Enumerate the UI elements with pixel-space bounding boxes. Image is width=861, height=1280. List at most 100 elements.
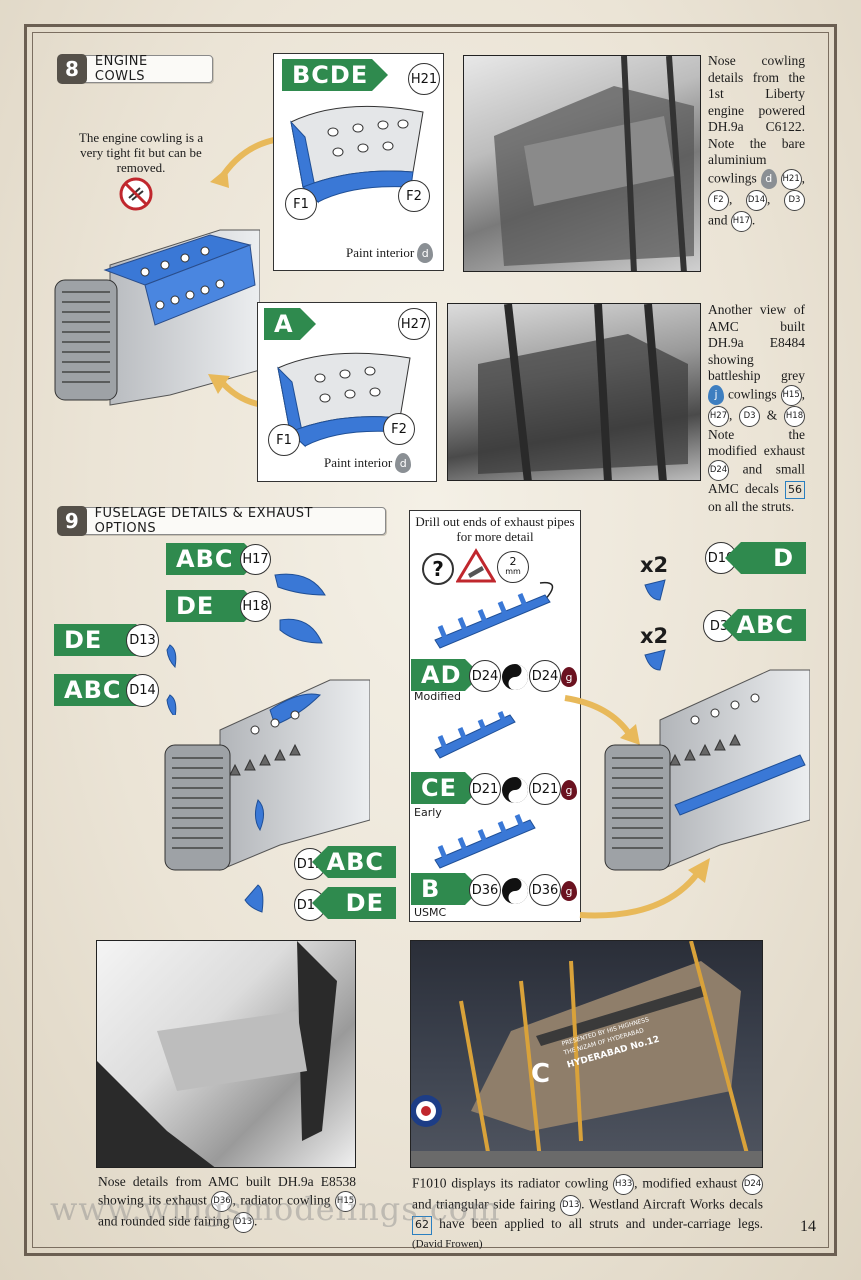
exhaust-label-usmc: USMC — [414, 906, 447, 919]
caption-part-d14: D14 — [746, 189, 767, 211]
caption-e8538: Nose details from AMC built DH.9a E8538 … — [98, 1174, 357, 1233]
page-frame-outer — [24, 24, 837, 1256]
drill-warning-icon — [456, 548, 496, 583]
page-number: 14 — [800, 1218, 816, 1235]
exhaust-label-early: Early — [414, 806, 442, 819]
callout-tag-d: D — [725, 542, 806, 574]
caption-f1010-text-e: have been applied to all struts and unde… — [439, 1216, 764, 1231]
caption-part-h21: H21 — [780, 168, 802, 190]
left-small-parts — [166, 573, 326, 715]
paint-interior-text: Paint interior — [346, 245, 415, 260]
caption-part-h15-b: H15 — [335, 1190, 357, 1212]
option-tag-bcde: BCDE — [282, 59, 388, 91]
exhaust-drill-note: Drill out ends of exhaust pipes for more… — [415, 514, 575, 544]
engine-nose-illustration-9-right — [604, 669, 810, 871]
caption-part-h18: H18 — [784, 405, 805, 427]
section-9-title: FUSELAGE DETAILS & EXHAUST OPTIONS — [94, 506, 313, 536]
caption-part-d3: D3 — [784, 189, 805, 211]
exhaust-label-modified: Modified — [414, 690, 461, 703]
engine-nose-illustration-9-left — [164, 679, 370, 871]
caption-f1010-text-c: and triangular side fairing — [412, 1196, 556, 1212]
caption-e8538-text-d: . — [253, 1213, 258, 1229]
caption-part-d3-b: D3 — [739, 405, 761, 427]
caption-e8538-text-c: and rounded side fairing — [98, 1213, 230, 1229]
aircraft-letter-c: C — [531, 1059, 551, 1089]
drill-size-unit: mm — [505, 567, 521, 576]
caption-cowlings: cowlings — [727, 386, 777, 402]
exhaust-part-d24-right: D24 — [529, 660, 561, 692]
caption-e8484-text: Another view of AMC built DH.9a E8484 sh… — [708, 302, 805, 383]
caption-f1010-text-a: F1010 displays its radiator cowling — [412, 1175, 609, 1191]
arrow-usmc-to-engine — [579, 858, 710, 919]
paint-code-g-b: g — [561, 881, 577, 901]
caption-e8538-text-a: Nose details from AMC built DH.9a E8538 … — [98, 1174, 356, 1208]
callout-tag-abc-d13-bottom: ABC — [312, 846, 396, 878]
callout-tag-de-d14-bottom: DE — [312, 887, 396, 919]
section-8-number: 8 — [57, 54, 87, 84]
drill-size-value: 2 — [509, 555, 517, 568]
caption-e8484-text-d: on all the struts. — [708, 499, 795, 514]
paint-code-g-ce: g — [561, 780, 577, 800]
callout-part-d14: D14 — [126, 674, 159, 707]
callout-tag-abc-d3: ABC — [722, 609, 806, 641]
callout-part-d13-bottom: D13 — [294, 848, 326, 880]
caption-part-h33: H33 — [613, 1174, 635, 1195]
or-symbol-b — [502, 878, 528, 904]
part-callout-f2: F2 — [398, 180, 430, 212]
part-d14-blue — [244, 884, 264, 913]
caption-part-d24-b: D24 — [742, 1174, 764, 1195]
part-callout-h27: H27 — [398, 308, 430, 340]
exhaust-part-d36-right: D36 — [529, 874, 561, 906]
photo-credit: (David Frowen) — [412, 1237, 483, 1250]
page-frame-inner — [32, 32, 829, 1248]
photo-dh9a-e8484 — [447, 303, 701, 481]
cowl-part-bcde-drawing — [290, 105, 424, 204]
part-callout-f1: F1 — [285, 188, 317, 220]
callout-part-d3: D3 — [703, 610, 735, 642]
caption-part-d13-b: D13 — [232, 1211, 254, 1233]
paint-code-g-ad: g — [561, 667, 577, 687]
callout-part-h18: H18 — [240, 591, 271, 622]
section-9-header: 9 FUSELAGE DETAILS & EXHAUST OPTIONS — [57, 506, 386, 536]
drill-size-badge: 2 mm — [497, 551, 529, 583]
arrow-exhaust-to-engine — [564, 695, 640, 745]
caption-part-h27: H27 — [708, 405, 729, 427]
cowl-part-a-drawing — [277, 352, 411, 448]
caption-e8484-text-c: and small AMC decals — [708, 461, 805, 496]
caption-e8538-text-b: , radiator cowling — [232, 1192, 331, 1208]
part-callout-f1-a: F1 — [268, 424, 300, 456]
photo-dh9a-e8538 — [96, 940, 356, 1168]
caption-f1010-text-b: , modified exhaust — [634, 1175, 738, 1191]
caption-part-f2: F2 — [708, 189, 729, 211]
caption-f1010-text-d: . Westland Aircraft Works decals — [581, 1196, 764, 1212]
section-9-number: 9 — [57, 506, 87, 536]
quantity-x2-d3: x2 — [640, 624, 669, 648]
cowling-note: The engine cowling is a very tight fit b… — [78, 130, 204, 175]
quantity-x2-d10: x2 — [640, 553, 669, 577]
caption-part-d24: D24 — [708, 459, 729, 481]
exhaust-part-d21-left: D21 — [469, 773, 501, 805]
engine-nose-illustration-8 — [54, 229, 260, 406]
or-symbol-ce — [502, 777, 528, 803]
exhaust-drawings — [434, 581, 554, 869]
paint-interior-label-top: Paint interior d — [346, 243, 434, 263]
paint-interior-label-bottom: Paint interior d — [324, 453, 412, 473]
caption-f1010: F1010 displays its radiator cowling H33,… — [412, 1174, 764, 1252]
exhaust-part-d24-left: D24 — [469, 660, 501, 692]
section-8-header: 8 ENGINE COWLS — [57, 54, 213, 84]
caption-amp: & — [766, 407, 778, 423]
photo-dh9a-c6122 — [463, 55, 701, 272]
caption-part-h15: H15 — [780, 384, 802, 406]
callout-part-d13: D13 — [126, 624, 159, 657]
watermark: www.wingsmodelings.com — [50, 1190, 501, 1228]
caption-decal-56: 56 — [785, 480, 805, 499]
exhaust-part-d36-left: D36 — [469, 874, 501, 906]
caption-e8484-text-b: Note the modified exhaust — [708, 426, 805, 459]
caption-paint-d: d — [760, 169, 777, 189]
or-symbol-ad — [502, 664, 528, 690]
photo-f1010: C PRESENTED BY HIS HIGHNESS THE NIZAM OF… — [410, 940, 763, 1168]
part-callout-h21: H21 — [408, 63, 440, 95]
right-small-parts — [644, 579, 666, 671]
caption-part-d13-c: D13 — [560, 1195, 582, 1216]
paint-code-d-a: d — [395, 453, 412, 473]
